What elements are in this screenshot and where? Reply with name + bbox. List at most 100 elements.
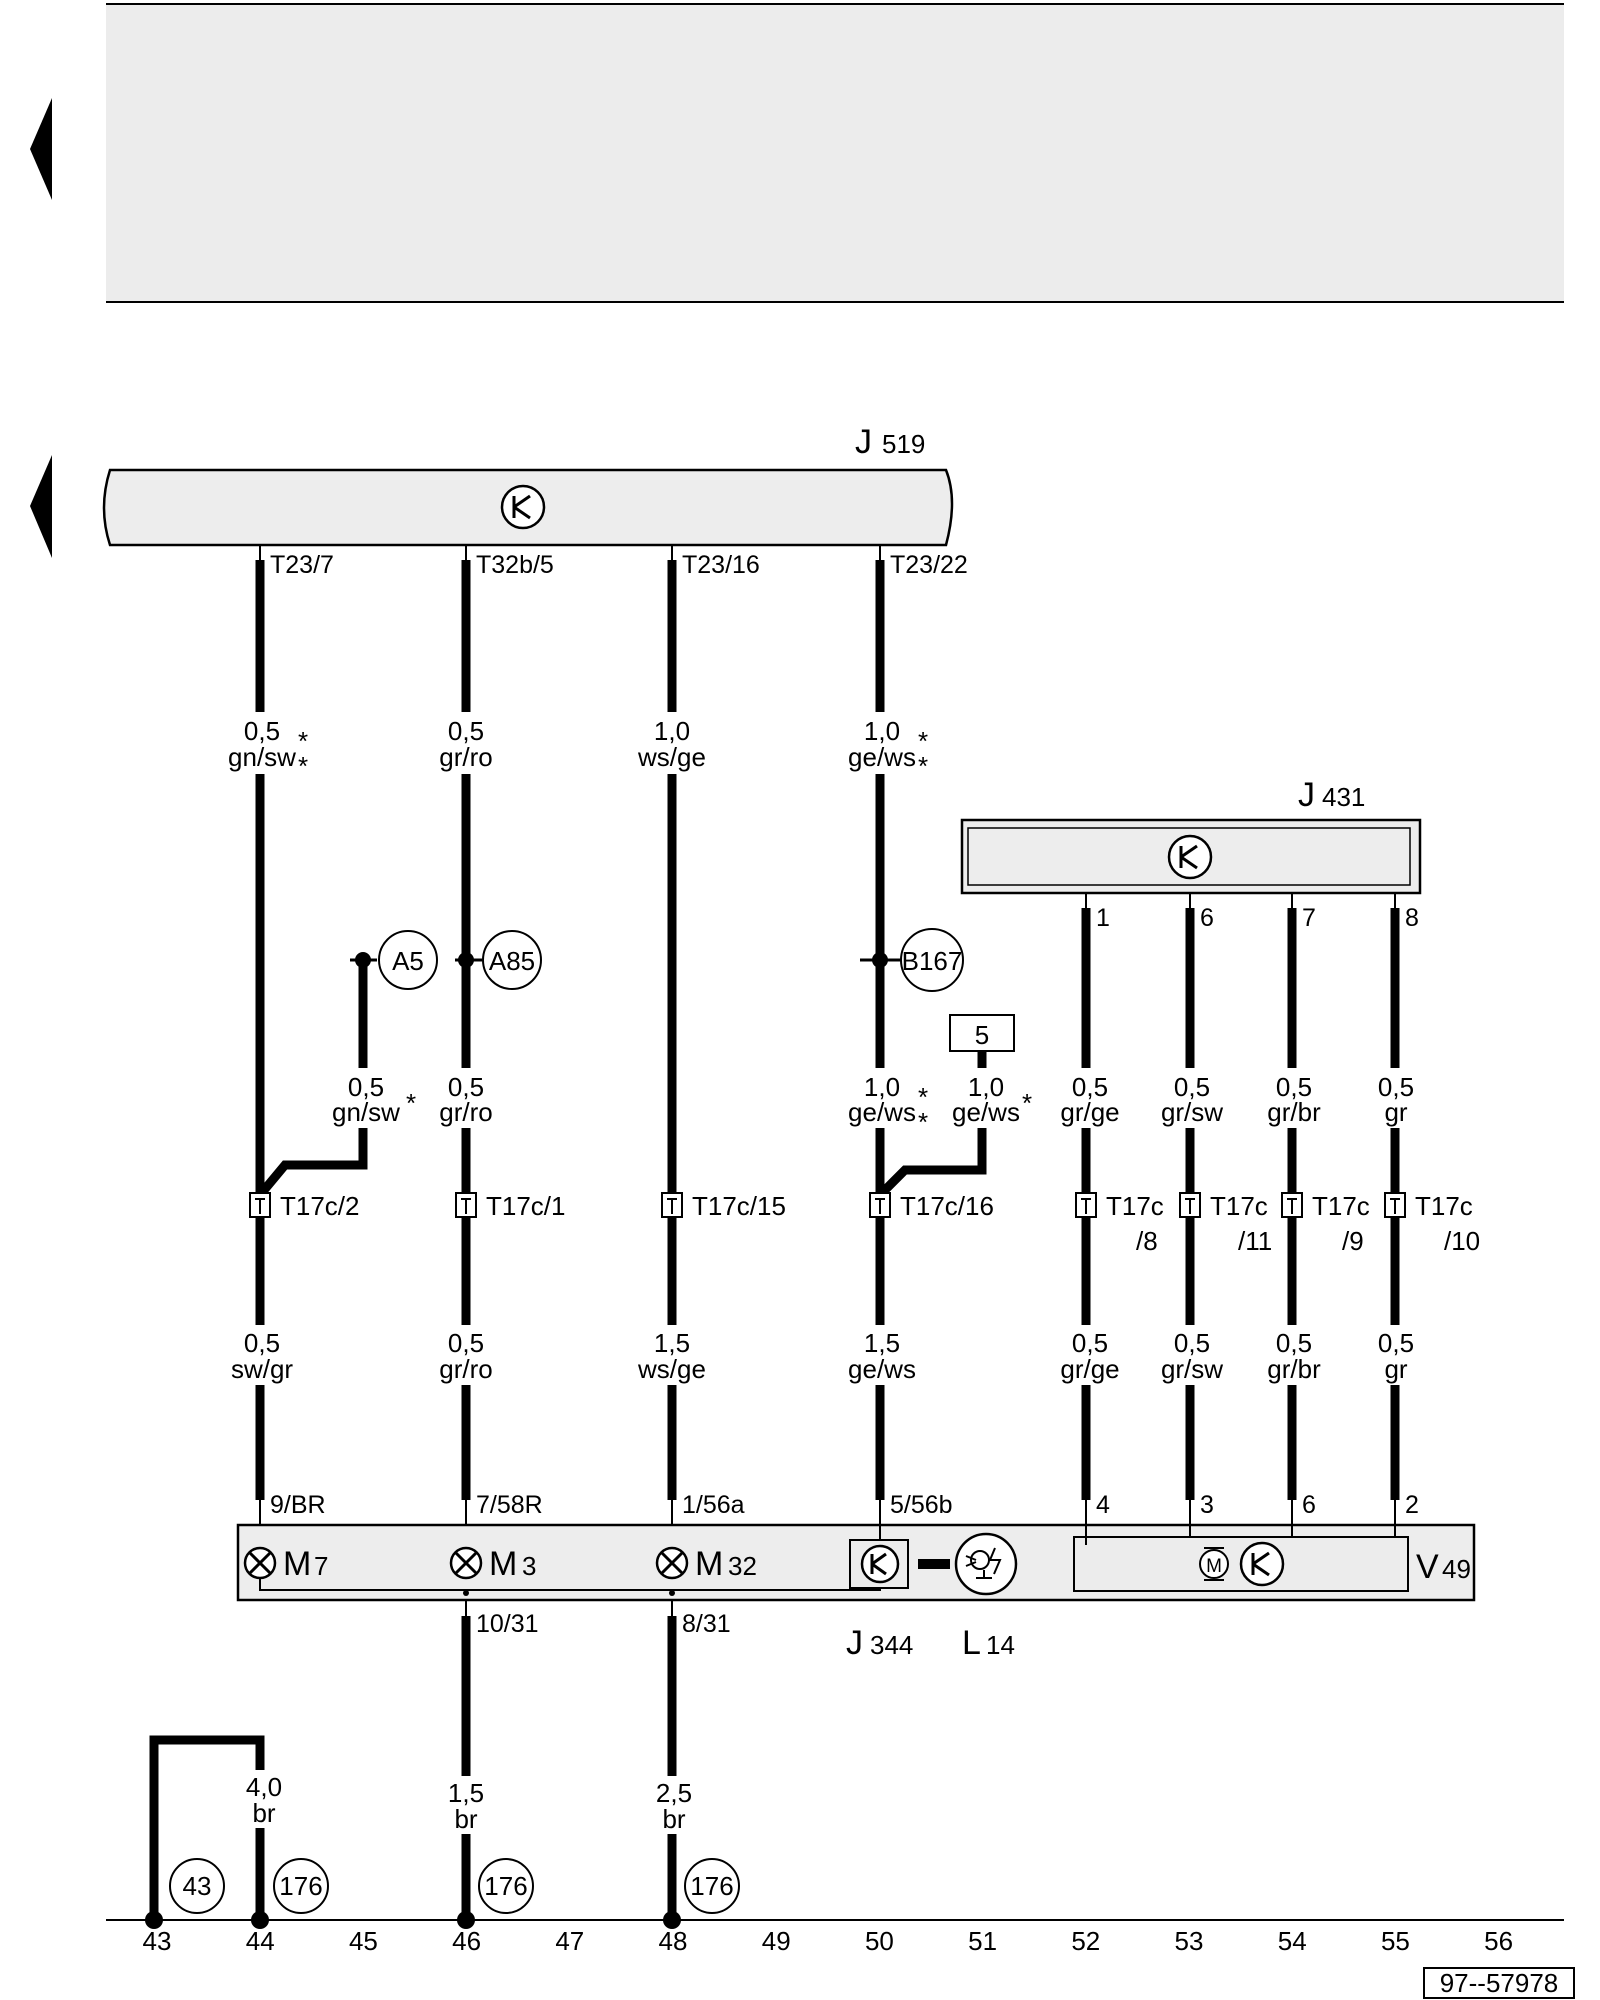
- control-unit-icon: [1167, 834, 1213, 880]
- svg-text:1,5: 1,5: [448, 1778, 484, 1808]
- svg-text:0,5: 0,5: [1276, 1072, 1312, 1102]
- svg-text:0,5: 0,5: [1072, 1072, 1108, 1102]
- svg-text:43: 43: [183, 1871, 212, 1901]
- wire-size: 0,5: [448, 716, 484, 746]
- svg-text:gr/sw: gr/sw: [1161, 1354, 1223, 1384]
- svg-text:/8: /8: [1136, 1226, 1158, 1256]
- svg-text:T17c: T17c: [1415, 1191, 1473, 1221]
- track-number: 44: [246, 1926, 275, 1956]
- svg-text:0,5: 0,5: [448, 1072, 484, 1102]
- page-prev-marker-icon[interactable]: [30, 98, 52, 200]
- svg-text:0,5: 0,5: [244, 1328, 280, 1358]
- svg-text:5: 5: [975, 1020, 989, 1050]
- svg-text:9/BR: 9/BR: [270, 1491, 326, 1519]
- mid-wire-labels: 0,5 gn/sw * 0,5 gr/ro 1,0 ge/ws * * 1,0 …: [326, 1068, 1430, 1137]
- track-number: 43: [143, 1926, 172, 1956]
- svg-text:1,5: 1,5: [864, 1328, 900, 1358]
- j431-label: J: [1298, 776, 1315, 814]
- svg-text:0,5: 0,5: [1378, 1328, 1414, 1358]
- svg-text:2,5: 2,5: [656, 1778, 692, 1808]
- gas-discharge-lamp-icon: [954, 1532, 1018, 1596]
- ground-ref-176[interactable]: [684, 1858, 740, 1914]
- ground-ref-176[interactable]: [478, 1858, 534, 1914]
- svg-text:T17c/15: T17c/15: [692, 1191, 786, 1221]
- connector-icon: [869, 1192, 891, 1218]
- j519-sub: 519: [882, 429, 925, 459]
- lamp-icon: [449, 1546, 483, 1580]
- wire-color: gr/ro: [439, 742, 492, 772]
- svg-text:1,5: 1,5: [654, 1328, 690, 1358]
- svg-text:0,5: 0,5: [1378, 1072, 1414, 1102]
- track-number: 51: [968, 1926, 997, 1956]
- shielded-mark: *: [918, 751, 928, 781]
- pin-label: 1: [1096, 904, 1110, 932]
- svg-text:*: *: [1022, 1088, 1032, 1118]
- track-number: 52: [1071, 1926, 1100, 1956]
- wire-size: 0,5: [244, 716, 280, 746]
- lamp-icon: [655, 1546, 689, 1580]
- ground-ref-43[interactable]: [169, 1858, 225, 1914]
- svg-text:ge/ws: ge/ws: [848, 1097, 916, 1127]
- j431-control-unit: J 431: [960, 776, 1422, 895]
- splice-a5[interactable]: [378, 930, 438, 990]
- track-number: 55: [1381, 1926, 1410, 1956]
- svg-text:ws/ge: ws/ge: [637, 1354, 706, 1384]
- svg-text:49: 49: [1442, 1554, 1471, 1584]
- svg-text:176: 176: [484, 1871, 527, 1901]
- ref-box-5[interactable]: 5: [949, 1014, 1015, 1052]
- main-wires: [149, 545, 1400, 1920]
- svg-text:6: 6: [1302, 1491, 1316, 1519]
- wire-color: ws/ge: [637, 742, 706, 772]
- upper-wire-labels: 0,5 gn/sw * * 0,5 gr/ro 1,0 ws/ge 1,0 ge…: [222, 712, 928, 781]
- pin-label: 7: [1302, 904, 1316, 932]
- ground-ref-176[interactable]: [273, 1858, 329, 1914]
- pin-label: 6: [1200, 904, 1214, 932]
- splice-a85[interactable]: [482, 930, 542, 990]
- svg-text:ge/ws: ge/ws: [848, 1354, 916, 1384]
- splice-b167[interactable]: [900, 928, 964, 992]
- svg-text:B167: B167: [902, 946, 963, 976]
- svg-text:T17c: T17c: [1210, 1191, 1268, 1221]
- svg-text:0,5: 0,5: [1174, 1328, 1210, 1358]
- lamp-icon: [243, 1546, 277, 1580]
- connector-icon: [661, 1192, 683, 1218]
- page-marker-icon[interactable]: [30, 455, 52, 558]
- connector-icon: [1281, 1192, 1303, 1218]
- svg-text:0,5: 0,5: [448, 1328, 484, 1358]
- track-number: 45: [349, 1926, 378, 1956]
- control-unit-icon: [860, 1544, 900, 1584]
- svg-text:/9: /9: [1342, 1226, 1364, 1256]
- svg-text:gr: gr: [1384, 1097, 1407, 1127]
- svg-text:V: V: [1416, 1548, 1439, 1586]
- shielded-mark: *: [918, 726, 928, 756]
- j344-unit: J 344 L 14: [846, 1532, 1018, 1662]
- svg-text:T17c/1: T17c/1: [486, 1191, 566, 1221]
- shielded-mark: *: [298, 726, 308, 756]
- diagram-id: 97--57978: [1440, 1968, 1559, 1998]
- pin-label: T23/22: [890, 551, 968, 579]
- svg-text:2: 2: [1405, 1491, 1419, 1519]
- connector-icon: [1075, 1192, 1097, 1218]
- svg-text:/11: /11: [1238, 1226, 1272, 1256]
- svg-text:14: 14: [986, 1630, 1015, 1660]
- lower-wire-labels: 0,5 sw/gr 0,5 gr/ro 1,5 ws/ge 1,5 ge/ws …: [222, 1325, 1430, 1385]
- track-number: 49: [762, 1926, 791, 1956]
- svg-text:*: *: [406, 1088, 416, 1118]
- shielded-mark: *: [298, 751, 308, 781]
- svg-text:gr/br: gr/br: [1267, 1097, 1321, 1127]
- track-number: 53: [1175, 1926, 1204, 1956]
- svg-text:T17c: T17c: [1106, 1191, 1164, 1221]
- svg-text:M: M: [1206, 1556, 1222, 1577]
- svg-text:br: br: [252, 1798, 275, 1828]
- ground-refs: 43 176 176 176: [145, 1858, 740, 1929]
- j519-label: J: [855, 423, 872, 461]
- bottom-pin-labels: 9/BR 7/58R 1/56a 5/56b 4 3 6 2 10/31 8/3…: [270, 1491, 1419, 1638]
- pin-label: T23/7: [270, 551, 334, 579]
- svg-text:1/56a: 1/56a: [682, 1491, 745, 1519]
- j519-control-unit: J 519: [102, 423, 954, 547]
- track-number: 46: [452, 1926, 481, 1956]
- svg-text:4,0: 4,0: [246, 1772, 282, 1802]
- wire-size: 1,0: [864, 716, 900, 746]
